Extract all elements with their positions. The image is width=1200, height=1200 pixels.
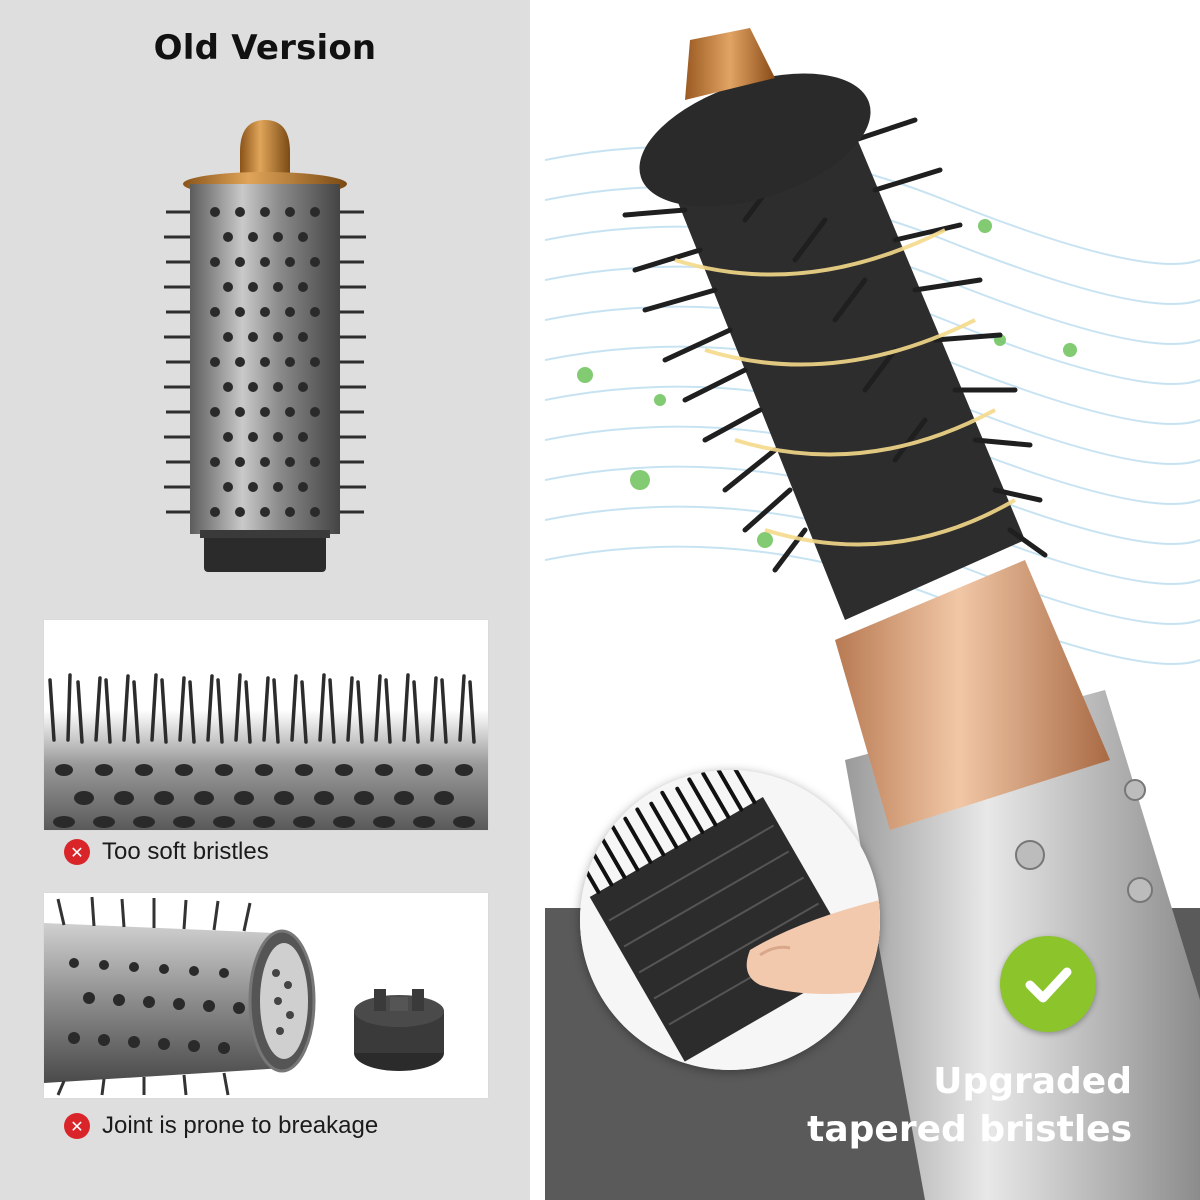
x-mark-icon: ✕ xyxy=(64,839,90,865)
headline-line1: Upgraded xyxy=(933,1061,1132,1102)
headline-line2: tapered bristles xyxy=(807,1109,1132,1150)
upgrade-headline: Upgraded tapered bristles xyxy=(807,1058,1132,1154)
issue-text: Joint is prone to breakage xyxy=(102,1112,379,1139)
tapered-bristles-closeup xyxy=(580,770,880,1070)
x-mark-icon: ✕ xyxy=(64,1113,90,1139)
soft-bristles-photo xyxy=(44,620,488,830)
check-icon xyxy=(1000,936,1096,1032)
broken-joint-photo xyxy=(44,893,488,1098)
issue-soft-bristles: ✕ Too soft bristles xyxy=(64,838,269,866)
old-version-title: Old Version xyxy=(153,28,377,68)
old-version-panel: Old Version xyxy=(0,0,530,1200)
new-brush-image xyxy=(622,28,1200,1200)
old-brush-image xyxy=(164,120,366,572)
issue-joint-breakage: ✕ Joint is prone to breakage xyxy=(64,1112,378,1140)
issue-text: Too soft bristles xyxy=(102,838,269,865)
